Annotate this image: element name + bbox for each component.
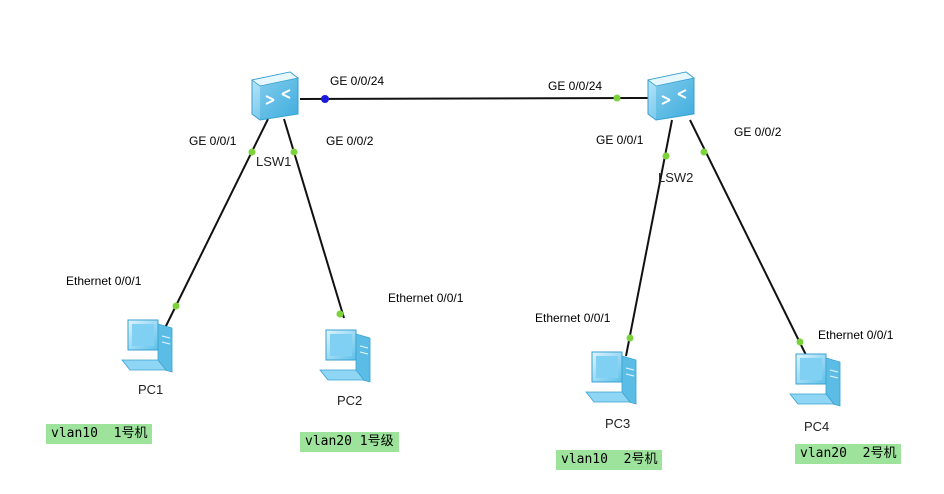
port-dot-lsw2-ge2[interactable] [700,148,708,156]
port-label-lsw1-ge2: GE 0/0/2 [326,134,374,148]
switch-lsw2-icon[interactable] [647,71,695,121]
pc1-icon[interactable] [121,319,173,373]
pc3-label: PC3 [605,416,630,431]
port-label-lsw1-ge24: GE 0/0/24 [330,74,384,88]
link-lsw2-pc4 [689,119,807,356]
port-dot-lsw1-ge24[interactable] [321,95,329,103]
vlan-tag-pc2: vlan20 1号级 [300,432,399,452]
port-dot-lsw2-ge1[interactable] [662,152,670,160]
port-dot-lsw1-ge2[interactable] [290,148,298,156]
port-dot-pc4[interactable] [796,338,804,346]
port-label-pc3-eth: Ethernet 0/0/1 [535,311,611,325]
port-label-lsw2-ge2: GE 0/0/2 [734,125,782,139]
port-dot-lsw2-ge24[interactable] [613,94,621,102]
port-label-lsw2-ge24: GE 0/0/24 [548,79,602,93]
port-label-pc4-eth: Ethernet 0/0/1 [818,328,894,342]
pc4-label: PC4 [804,419,829,434]
port-label-lsw2-ge1: GE 0/0/1 [596,133,644,147]
pc3-icon[interactable] [585,351,637,405]
port-dot-pc3[interactable] [626,334,634,342]
switch-lsw1-icon[interactable] [251,71,299,121]
port-dot-pc1[interactable] [172,302,180,310]
pc1-label: PC1 [138,382,163,397]
vlan-tag-pc4: vlan20 2号机 [795,444,902,464]
port-label-lsw1-ge1: GE 0/0/1 [189,134,237,148]
link-lsw2-pc3 [625,119,673,357]
pc2-label: PC2 [337,393,362,408]
lsw2-label: LSW2 [658,170,693,185]
port-dot-lsw1-ge1[interactable] [248,148,256,156]
lsw1-label: LSW1 [256,154,291,169]
port-label-pc1-eth: Ethernet 0/0/1 [66,274,142,288]
pc4-icon[interactable] [789,353,841,407]
port-dot-pc2[interactable] [336,310,344,318]
port-label-pc2-eth: Ethernet 0/0/1 [388,291,464,305]
vlan-tag-pc1: vlan10 1号机 [46,424,153,444]
pc2-icon[interactable] [319,329,371,383]
link-lsw1-lsw2 [299,97,649,100]
vlan-tag-pc3: vlan10 2号机 [556,450,663,470]
